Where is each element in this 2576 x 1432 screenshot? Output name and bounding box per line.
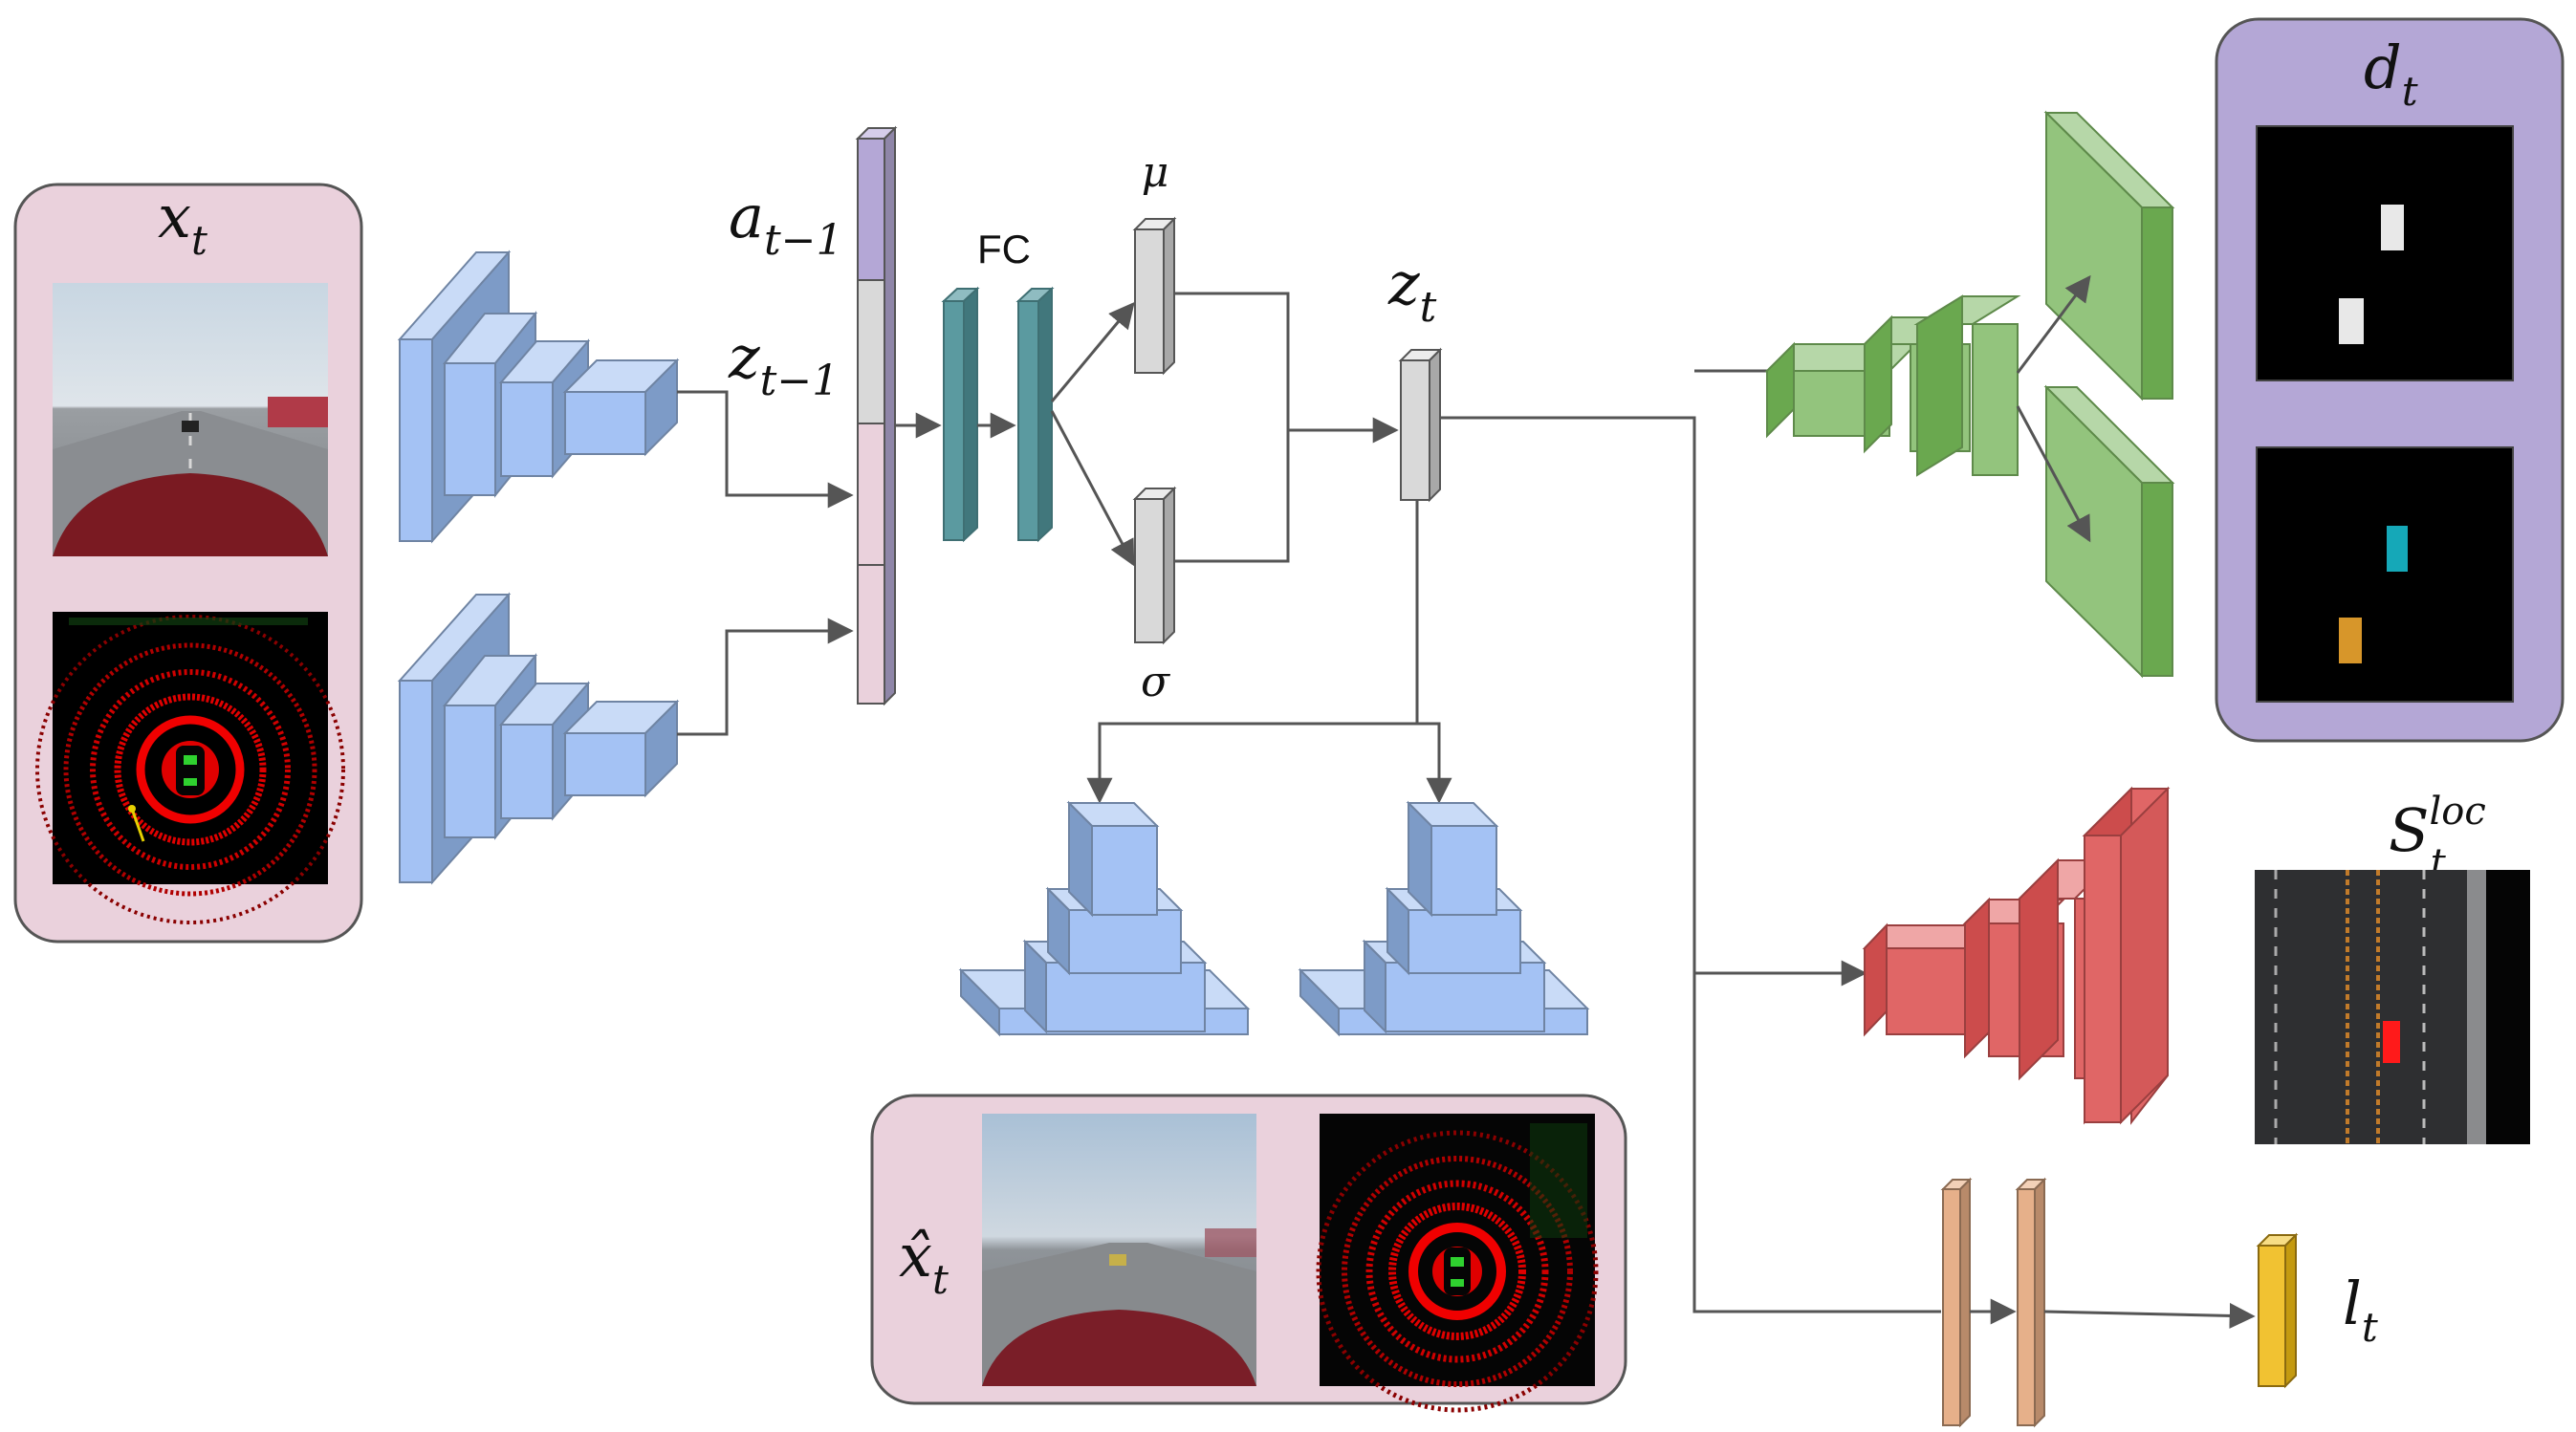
z-t-block	[1398, 347, 1443, 503]
arrow-to-detection-box-head	[2016, 274, 2091, 374]
label-z-t: zt	[1387, 249, 1437, 332]
reconstructed-camera-image	[982, 1114, 1256, 1386]
lane-segmentation-map	[2255, 870, 2530, 1144]
lidar-image	[35, 612, 345, 924]
label-sigma: σ	[1141, 658, 1171, 706]
mu-block	[1132, 216, 1177, 376]
lidar-feature-segment	[857, 564, 885, 705]
camera-encoder	[397, 250, 680, 544]
arrow-fc-to-mu	[1050, 301, 1135, 402]
camera-decoder	[958, 800, 1251, 1037]
latent-segment	[857, 279, 885, 424]
arrow-z-to-decoder-right	[1417, 722, 1452, 804]
trunk-line	[1440, 416, 1941, 1313]
camera-feature-segment	[857, 423, 885, 566]
detection-class-map	[2256, 446, 2514, 703]
reconstruction-panel: x̂t	[870, 1094, 1627, 1413]
label-a-prev: at−1	[729, 182, 843, 265]
label-x-t: xt	[158, 182, 207, 264]
label-x-hat: x̂t	[899, 1221, 949, 1303]
concat-vector	[855, 125, 898, 706]
l-t-output-block	[2256, 1232, 2299, 1389]
lidar-encoder	[397, 592, 680, 885]
label-mu: μ	[1142, 148, 1169, 197]
lane-head	[1940, 1177, 2047, 1428]
detection-output-panel: dt	[2215, 17, 2565, 743]
arrow-camera-to-concat	[677, 390, 854, 509]
arrow-z-to-decoders	[1086, 500, 1419, 804]
label-d-t: dt	[2364, 33, 2418, 115]
lidar-decoder	[1298, 800, 1590, 1037]
arrow-sigma-to-z	[1174, 430, 1290, 563]
label-fc: FC	[977, 227, 1031, 271]
fc-layers	[941, 286, 1055, 543]
arrow-lidar-to-concat	[677, 618, 854, 736]
reconstructed-lidar-image	[1316, 1114, 1599, 1413]
action-segment	[857, 138, 885, 281]
label-z-prev: zt−1	[728, 322, 839, 405]
detection-box-map	[2256, 125, 2514, 381]
sigma-block	[1132, 486, 1177, 645]
arrow-mu-to-z	[1174, 292, 1290, 430]
segmentation-head	[1862, 786, 2171, 1125]
input-panel: xt	[13, 182, 363, 944]
arrow-fc-to-sigma	[1050, 410, 1135, 567]
label-l-t: lt	[2343, 1269, 2378, 1351]
arrow-lane-to-output	[2043, 1302, 2256, 1329]
detection-head	[1764, 110, 2175, 679]
arrow-to-detection-class-head	[2016, 405, 2091, 543]
camera-image	[53, 283, 328, 556]
